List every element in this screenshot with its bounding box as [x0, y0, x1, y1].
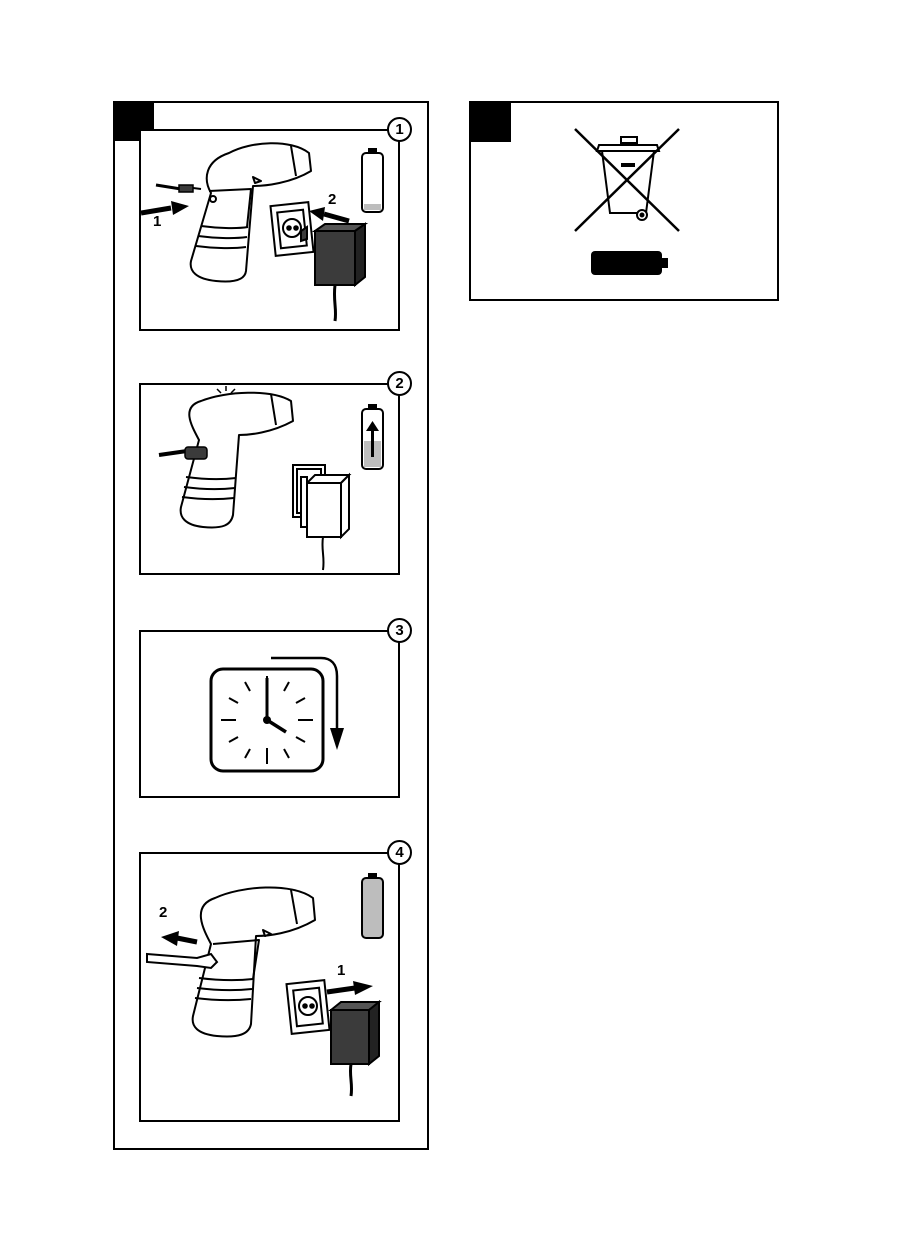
arrow-label-2: 2: [328, 191, 336, 208]
charging-plug-icon: [156, 185, 201, 192]
step-1-number: 1: [387, 117, 412, 142]
step-4-panel: 2 1: [139, 852, 400, 1122]
arrow-icon: [161, 931, 197, 946]
arrow-label-2: 2: [159, 904, 167, 921]
step-3-number: 3: [387, 618, 412, 643]
clock-icon: [211, 669, 323, 771]
power-adapter-icon: [331, 1002, 379, 1096]
arrow-icon: [327, 981, 373, 995]
arrow-label-1: 1: [153, 213, 161, 230]
arrow-icon: [309, 207, 349, 221]
section-corner-marker: [471, 103, 511, 142]
step-2-panel: [139, 383, 400, 575]
wall-socket-icon: [286, 980, 329, 1034]
step-1-panel: 1 2: [139, 129, 400, 331]
battery-charging-icon: [362, 404, 383, 469]
power-adapter-icon: [301, 475, 349, 570]
step-4-number: 4: [387, 840, 412, 865]
battery-icon: [591, 251, 668, 275]
step-3-panel: [139, 630, 400, 798]
battery-full-icon: [362, 873, 383, 938]
charging-plug-icon: [159, 447, 207, 459]
charging-plug-icon: [147, 954, 217, 968]
crossed-out-wheelie-bin-icon: [575, 129, 679, 231]
disposal-frame: [469, 101, 779, 301]
step-2-number: 2: [387, 371, 412, 396]
screwdriver-icon: [181, 393, 293, 528]
arrow-icon: [141, 201, 189, 215]
battery-low-icon: [362, 148, 383, 212]
arrow-label-1: 1: [337, 962, 345, 979]
